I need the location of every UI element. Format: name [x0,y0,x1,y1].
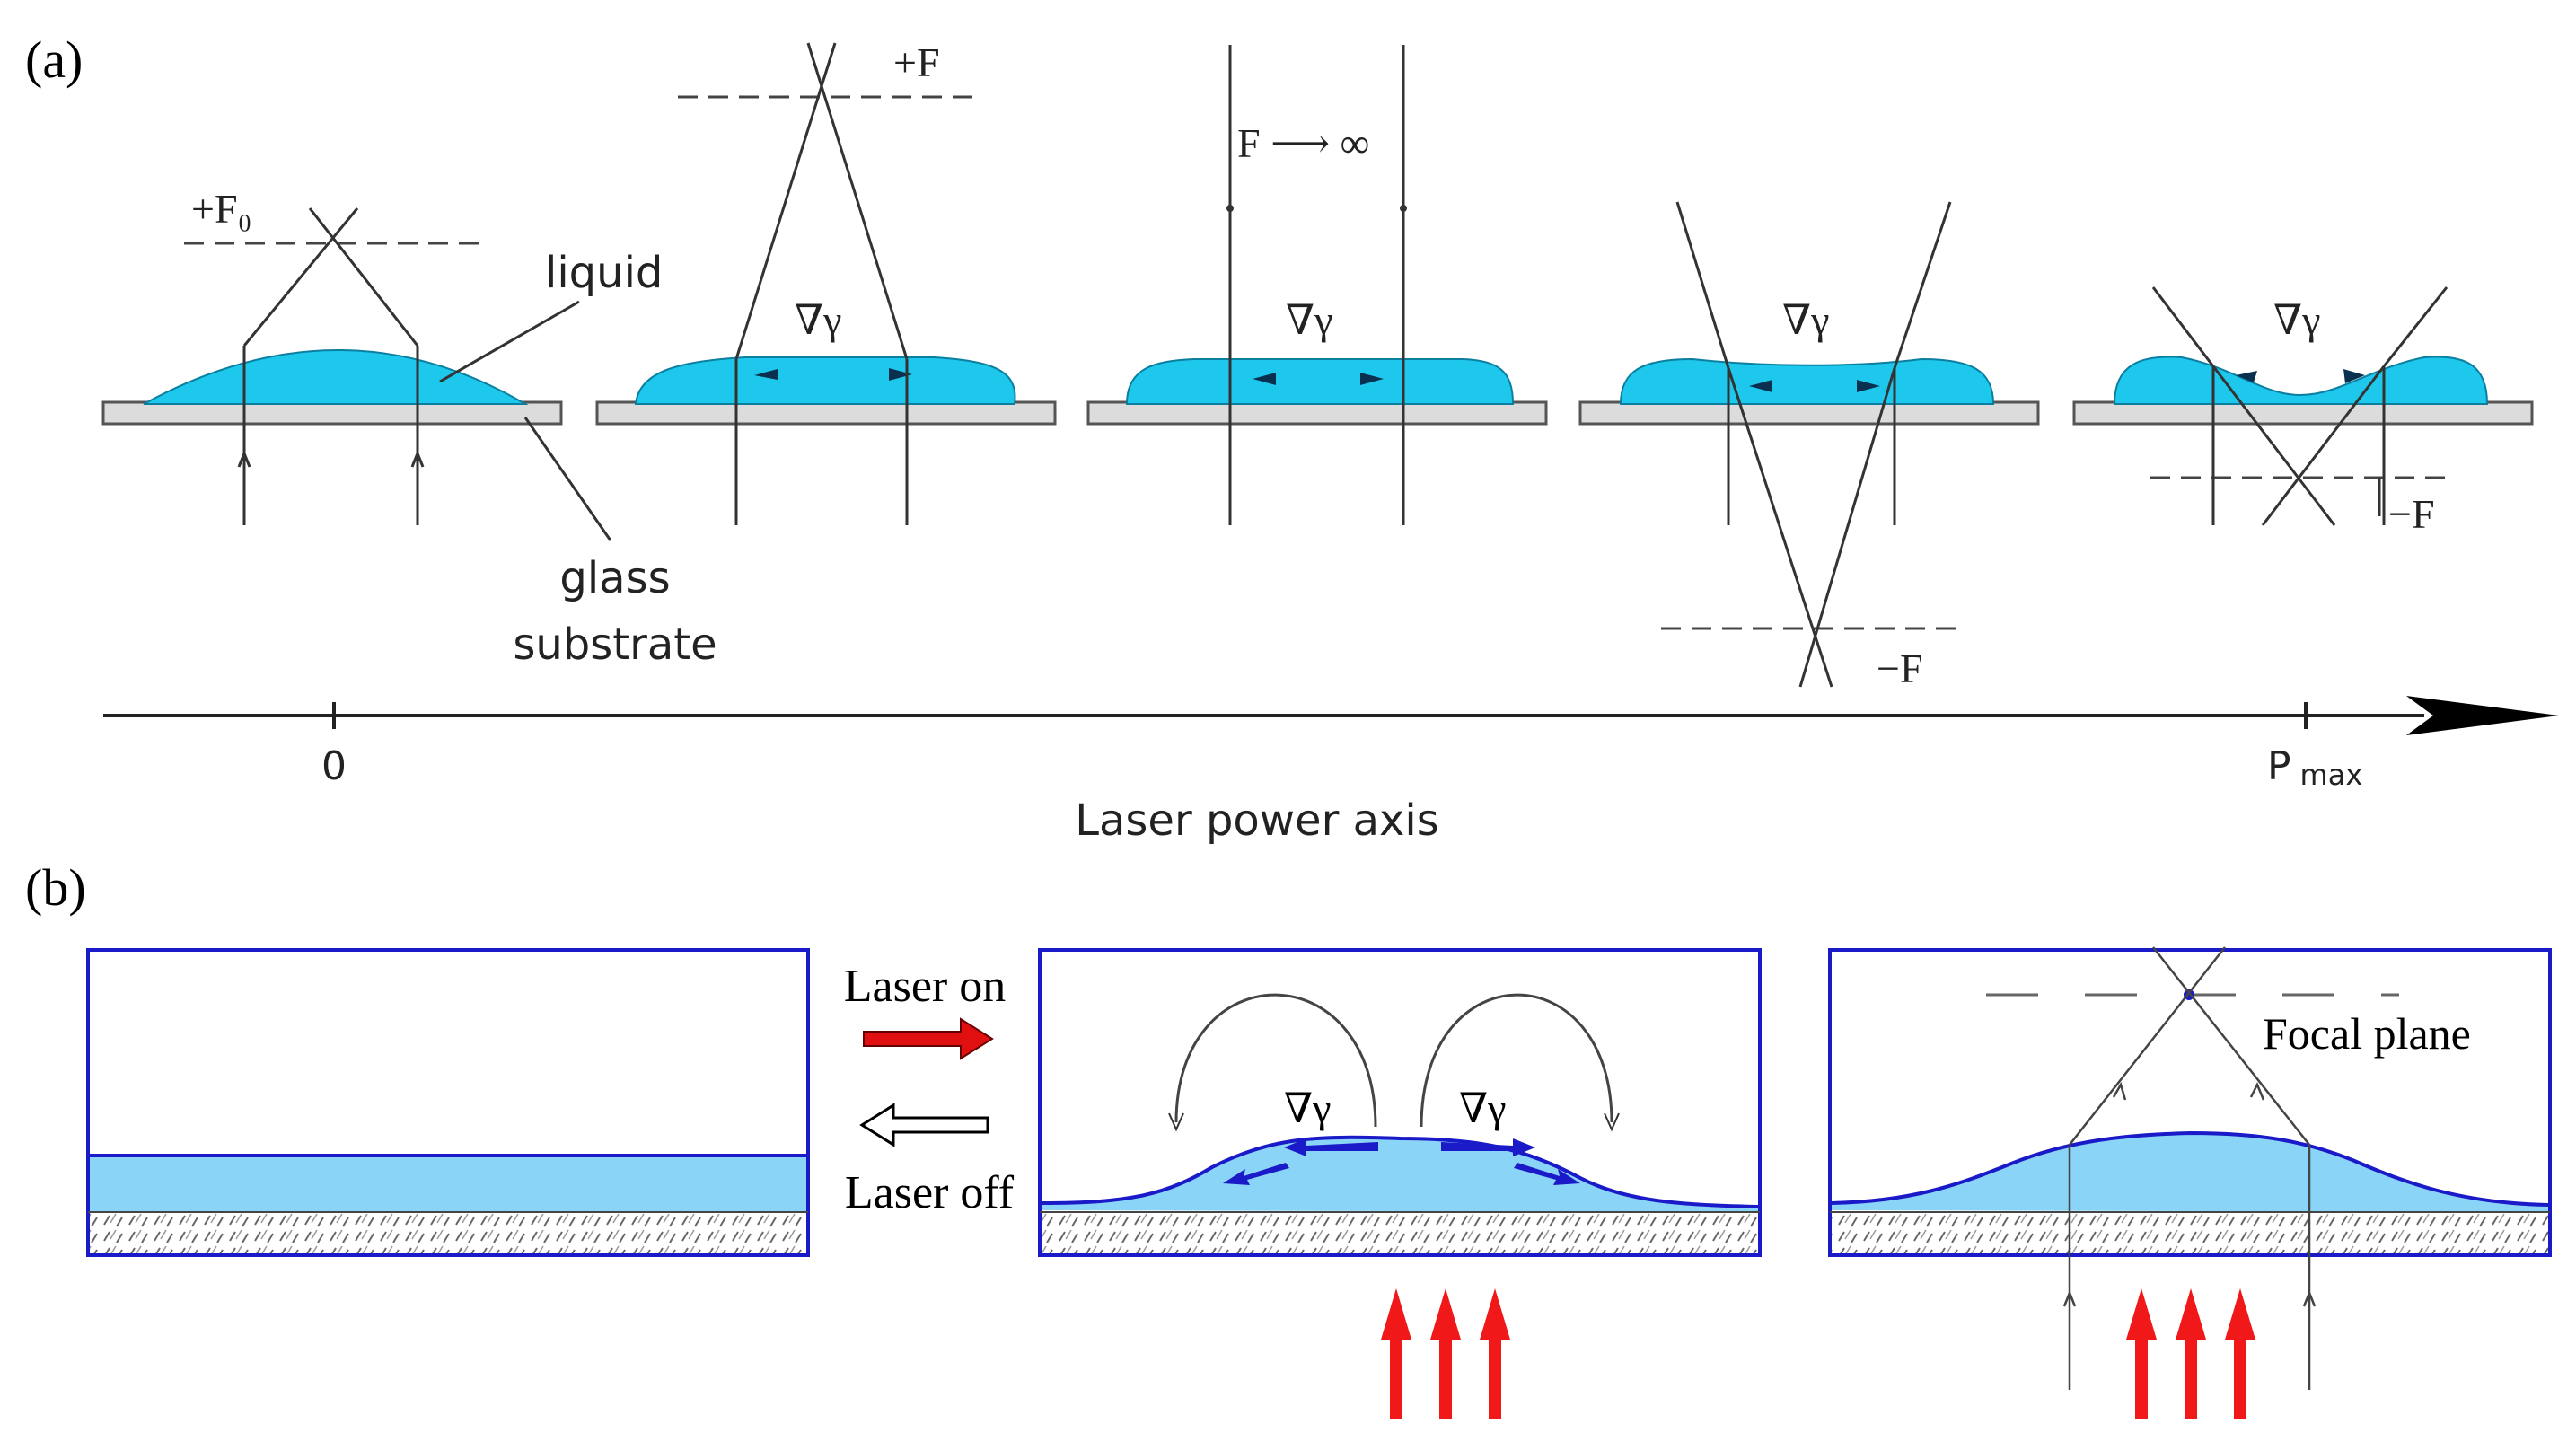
ray-arrow-markers [2062,1081,2317,1307]
substrate-label-line1: glass [559,553,670,603]
laser-on-arrow [863,1017,994,1060]
box-flat-film [86,948,810,1257]
gradient-label-left: ∇γ [1284,1085,1331,1131]
ray-marker [1226,205,1234,212]
liquid-film [634,356,1016,405]
surface-flow-arrow-left [1284,1138,1378,1156]
virtual-ray-right [2261,365,2386,526]
virtual-ray-left [2211,365,2336,526]
laser-beam [2126,1288,2157,1419]
ray-marker [1400,205,1407,212]
gradient-label: ∇γ [1286,297,1332,343]
laser-beam [1381,1288,1411,1419]
liquid-surface [1041,1135,1759,1208]
ray-left-diverging [2151,286,2215,367]
laser-beam [2176,1288,2206,1419]
substrate-leader-line [523,417,612,541]
gradient-label: ∇γ [1782,297,1829,343]
liquid-surface [1831,1130,2549,1207]
liquid-film [1619,357,1995,405]
laser-beam [2225,1288,2255,1419]
panel-b-label: (b) [25,858,86,917]
marangoni-arrows [2236,369,2365,383]
laser-off-label: Laser off [845,1167,1015,1218]
panel-a-label: (a) [25,31,83,89]
substrate [1042,1212,1758,1253]
ray-left-refracted [2069,946,2226,1146]
ray-right-refracted [806,42,909,360]
virtual-ray-left [1727,367,1833,688]
stage-1: +F₀ liquid glass substrate [101,186,717,670]
laser-on-label: Laser on [844,961,1006,1012]
axis-title: Laser power axis [1075,795,1438,846]
stage-4: −F ∇γ [1578,201,2040,691]
axis-max-sub: max [2300,758,2363,792]
focal-label: −F [2388,491,2435,537]
substrate [1832,1212,2548,1253]
surface-flow-arrow-right [1441,1138,1535,1156]
stage-3: F ⟶ ∞ ∇γ [1086,45,1548,525]
box-lens-focus: Focal plane [1828,946,2552,1419]
focal-label: +F [893,40,940,85]
ray-left-refracted [242,207,359,347]
laser-beam [1430,1288,1461,1419]
focal-label: F ⟶ ∞ [1237,120,1369,166]
glass-substrate [1086,400,1548,426]
laser-beams [2126,1288,2255,1419]
glass-substrate [101,400,563,426]
ray-left-diverging [1675,201,1730,369]
liquid-label: liquid [545,248,663,298]
glass-substrate [1578,400,2040,426]
box-marangoni-bump: ∇γ ∇γ [1038,948,1762,1419]
ray-right-refracted [2152,946,2310,1146]
gradient-label: ∇γ [795,297,841,343]
ray-right-diverging [1893,201,1952,369]
liquid-bump [1832,1133,2548,1212]
ray-left-refracted [734,42,837,360]
panel-b: (b) Laser on Laser off [25,858,2552,1419]
axis-arrowhead [2406,696,2559,735]
substrate [90,1212,806,1253]
liquid-droplet [143,349,529,405]
laser-beam [1480,1288,1510,1419]
liquid-layer [90,1156,806,1212]
ray-right-diverging [2382,286,2449,367]
bulk-flow-arrow-left [1223,1163,1289,1185]
focal-label: +F₀ [191,186,252,232]
laser-off-arrow [859,1103,989,1147]
axis-max-main: P [2267,743,2291,789]
bulk-flow-arrow-right [1514,1163,1580,1185]
glass-substrate [2072,400,2534,426]
virtual-ray-right [1798,367,1896,688]
laser-toggle: Laser on Laser off [844,961,1015,1218]
focal-label: −F [1877,646,1923,691]
glass-substrate [595,400,1057,426]
laser-beams [1381,1288,1510,1419]
stage-5: −F ∇γ [2072,286,2534,537]
axis-zero-label: 0 [321,743,347,789]
liquid-film [1125,358,1515,405]
gradient-label-right: ∇γ [1459,1085,1506,1131]
ray-right-refracted [308,207,419,347]
liquid-leader-line [439,300,580,383]
panel-a: (a) +F₀ liquid glass substrate [25,31,2559,846]
substrate-label-line2: substrate [513,620,717,670]
ray-arrow-markers [237,449,425,468]
convection-loop-right [1420,993,1620,1132]
gradient-label: ∇γ [2273,297,2320,343]
stage-2: +F ∇γ [595,40,1057,525]
liquid-bump [1042,1137,1758,1212]
convection-loop-left [1168,993,1377,1132]
focal-plane-label: Focal plane [2263,1008,2471,1059]
liquid-film [2113,356,2489,405]
